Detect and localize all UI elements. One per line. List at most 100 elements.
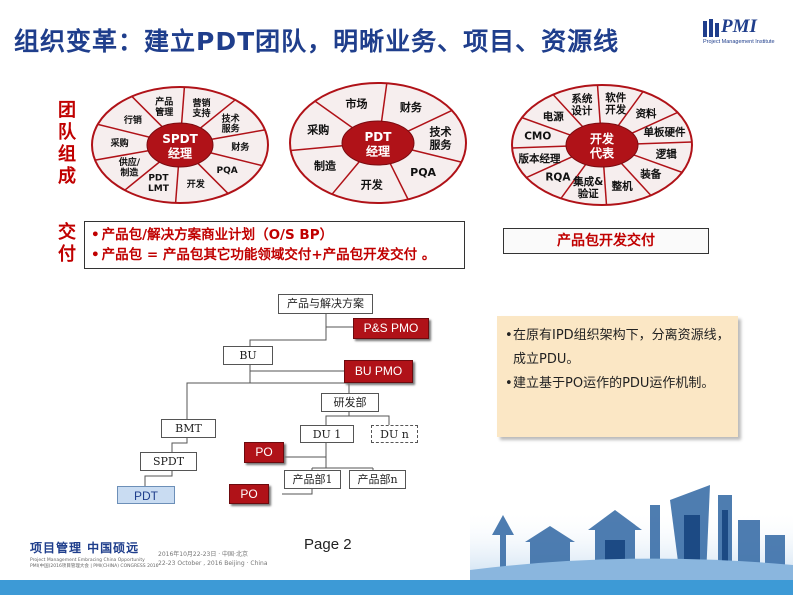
page-number: Page 2 [304, 536, 352, 553]
wheel-divider [552, 94, 584, 128]
wheel-divider [200, 99, 236, 129]
wheel-divider [131, 95, 163, 128]
wheel-segment-label: 供应/制造 [118, 156, 141, 178]
wheel-segment-label: 采购 [306, 123, 329, 137]
wheel-segment-label: 单板硬件 [644, 126, 686, 139]
org-node-product-dept-1: 产品部1 [284, 470, 341, 489]
footer-date-cn: 2016年10月22-23日 · 中国·北京 [158, 551, 248, 558]
note-item: •在原有IPD组织架构下，分离资源线，成立PDU。 [505, 328, 730, 367]
wheel-divider [180, 87, 186, 124]
pmi-mark-icon [703, 19, 719, 37]
beijing-skyline-illustration [470, 485, 793, 581]
wheel-segment-label: PQA [410, 166, 436, 179]
wheel-segment-label: 制造 [314, 158, 337, 172]
org-node-rd: 研发部 [321, 393, 379, 412]
pmi-logo: PMI Project Management Institute [703, 16, 781, 49]
wheel-divider [633, 154, 683, 174]
wheel-divider [560, 164, 587, 199]
wheel-center [341, 120, 415, 166]
org-node-ps-pmo: P&S PMO [353, 318, 429, 339]
wheel-divider [407, 109, 453, 132]
wheel-segment-label: 版本经理 [518, 152, 560, 165]
wheel-segment-label: 电源 [543, 110, 564, 123]
wheel-segment-label: 装备 [639, 167, 662, 180]
wheel-divider [210, 152, 263, 167]
wheel-segment-label: 整机 [611, 180, 633, 193]
wheel-segment-label: 技术服务 [222, 112, 241, 134]
wheel-divider [97, 123, 150, 138]
wheel-divider [617, 91, 644, 126]
org-node-root: 产品与解决方案 [278, 294, 373, 314]
wheel-divider [637, 141, 692, 145]
org-node-bmt: BMT [161, 419, 216, 438]
wheel-divider [314, 100, 353, 129]
wheel-divider [521, 116, 571, 136]
wheel-divider [620, 162, 652, 196]
wheel-divider [174, 166, 180, 203]
org-node-product-dept-n: 产品部n [349, 470, 406, 489]
org-node-bu: BU [223, 346, 273, 365]
wheel-segment-label: 行销 [123, 114, 142, 126]
wheel-segment-label: RQA [545, 171, 571, 183]
org-node-bu-pmo: BU PMO [344, 360, 413, 383]
footer-date-en: 22-23 October , 2016 Beijing · China [158, 560, 268, 567]
explanation-note: •在原有IPD组织架构下，分离资源线，成立PDU。 •建立基于PO运作的PDU运… [497, 316, 738, 437]
org-node-spdt: SPDT [140, 452, 197, 471]
page-title: 组织变革：建立PDT团队，明晰业务、项目、资源线 [14, 27, 620, 56]
wheel-divider [411, 149, 462, 163]
wheel-segment-label: 逻辑 [656, 148, 677, 161]
note-item: •建立基于PO运作的PDU运作机制。 [505, 376, 715, 391]
wheel-center-label: 开发代表 [589, 131, 615, 160]
wheel-divider [389, 163, 409, 200]
org-node-dun: DU n [371, 425, 418, 443]
footer-en-slogan: Project Management Embracing China Oppor… [30, 558, 145, 563]
dev-deliverable-box: 产品包开发交付 [503, 228, 709, 254]
wheel-segment-label: 技术服务 [430, 125, 453, 152]
wheel-segment-label: CMO [524, 131, 551, 143]
deliverables-box: •产品包/解决方案商业计划（O/S BP） •产品包 = 产品包其它功能领域交付… [84, 221, 465, 269]
wheel-segment-label: 软件开发 [605, 91, 627, 116]
footer-date: 2016年10月22-23日 · 中国·北京 22-23 October , 2… [158, 550, 268, 568]
org-node-pdt: PDT [117, 486, 175, 504]
org-node-po-1: PO [244, 442, 284, 463]
wheel-divider [380, 83, 388, 122]
org-node-du1: DU 1 [300, 425, 354, 443]
wheel-segment-label: PQA [216, 166, 237, 176]
pmi-logo-text: PMI [721, 16, 757, 37]
wheel-segment-label: 财务 [230, 141, 250, 153]
footer-cn-slogan: 项目管理 中国硕远 [30, 541, 140, 555]
bottom-bar [0, 580, 793, 595]
wheel-center [565, 122, 639, 168]
wheel-divider [94, 150, 149, 161]
pmi-logo-subtitle: Project Management Institute [703, 39, 775, 45]
deliverables-label: 交付 [58, 222, 76, 265]
wheel-divider [290, 144, 343, 152]
wheel-center [146, 122, 214, 168]
org-node-po-2: PO [229, 484, 269, 504]
wheel-segment-label: 系统设计 [571, 92, 592, 117]
wheel-segment-label: 财务 [399, 100, 423, 114]
wheel-segment-label: 开发 [361, 177, 384, 191]
wheel-divider [211, 129, 266, 140]
footer-congress: PMI(中国)2016项目管理大会 | PMI(CHINA) CONGRESS … [30, 564, 159, 569]
wheel-segment-label: 开发 [187, 178, 206, 190]
wheel-divider [603, 166, 608, 205]
wheel-segment-label: 集成&验证 [572, 175, 603, 200]
wheel-segment-label: 营销支持 [192, 97, 211, 119]
team-composition-label: 团队组成 [58, 100, 76, 187]
wheel-segment-label: 市场 [345, 97, 367, 111]
wheel-segment-label: 资料 [636, 107, 657, 120]
footer-branding: 项目管理 中国硕远 Project Management Embracing C… [30, 539, 159, 569]
wheel-divider [526, 156, 573, 179]
wheel-segment-label: 采购 [110, 137, 129, 149]
wheel-divider [631, 111, 678, 134]
deliverable-item: •产品包/解决方案商业计划（O/S BP） [91, 227, 334, 243]
wheel-divider [512, 145, 567, 149]
wheel-divider [124, 161, 160, 191]
